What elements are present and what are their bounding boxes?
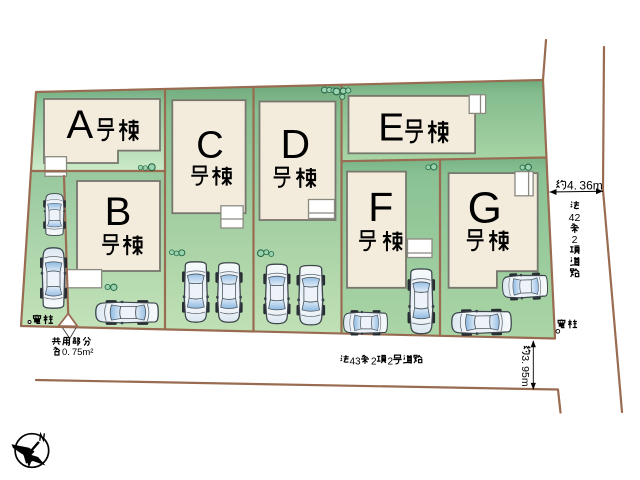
svg-text:2: 2 (572, 234, 578, 246)
svg-text:3. 95m: 3. 95m (519, 355, 531, 387)
svg-text:F: F (368, 184, 393, 230)
svg-text:G: G (468, 184, 502, 233)
svg-text:B: B (105, 190, 132, 234)
svg-text:2: 2 (388, 356, 394, 367)
svg-text:0. 75m²: 0. 75m² (62, 347, 93, 358)
svg-text:4. 36m: 4. 36m (567, 179, 603, 193)
svg-text:C: C (196, 124, 223, 166)
svg-text:42: 42 (569, 212, 581, 224)
svg-text:E: E (378, 106, 404, 149)
svg-text:A: A (66, 103, 93, 147)
svg-text:D: D (280, 121, 310, 167)
svg-text:2: 2 (371, 356, 377, 367)
svg-text:43: 43 (350, 356, 362, 367)
